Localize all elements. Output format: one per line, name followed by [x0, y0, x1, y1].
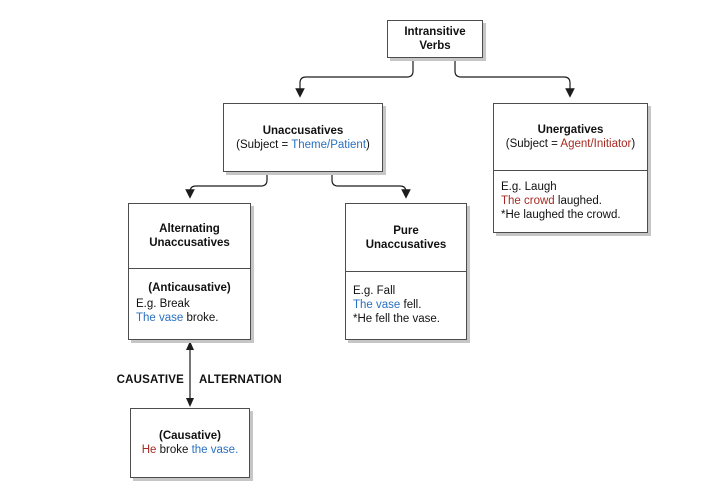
connector-root-to-unaccusatives	[295, 58, 414, 98]
connector-root-to-unergatives	[454, 58, 575, 98]
node-title: Unergatives	[537, 124, 604, 136]
node-subtitle: (Subject = Theme/Patient)	[236, 138, 370, 151]
label-causative: CAUSATIVE	[116, 374, 184, 386]
node-title: Unaccusatives	[262, 124, 344, 137]
node-subtitle: (Subject = Agent/Initiator)	[505, 138, 636, 150]
node-unergatives: Unergatives (Subject = Agent/Initiator) …	[493, 103, 648, 233]
arrowhead-down-icon	[186, 398, 194, 407]
connector-unaccusatives-to-alternating	[185, 172, 268, 199]
connector-unaccusatives-to-pure	[331, 172, 411, 199]
node-examples: He broke the vase.	[141, 444, 239, 456]
arrowhead-up-icon	[186, 341, 194, 350]
node-unaccusatives: Unaccusatives (Subject = Theme/Patient)	[223, 103, 383, 172]
node-label: (Anticausative)	[148, 282, 231, 294]
node-label: (Causative)	[159, 430, 221, 442]
node-causative: (Causative) He broke the vase.	[130, 408, 250, 478]
label-alternation: ALTERNATION	[199, 374, 282, 386]
node-header: Unergatives (Subject = Agent/Initiator)	[494, 104, 647, 171]
